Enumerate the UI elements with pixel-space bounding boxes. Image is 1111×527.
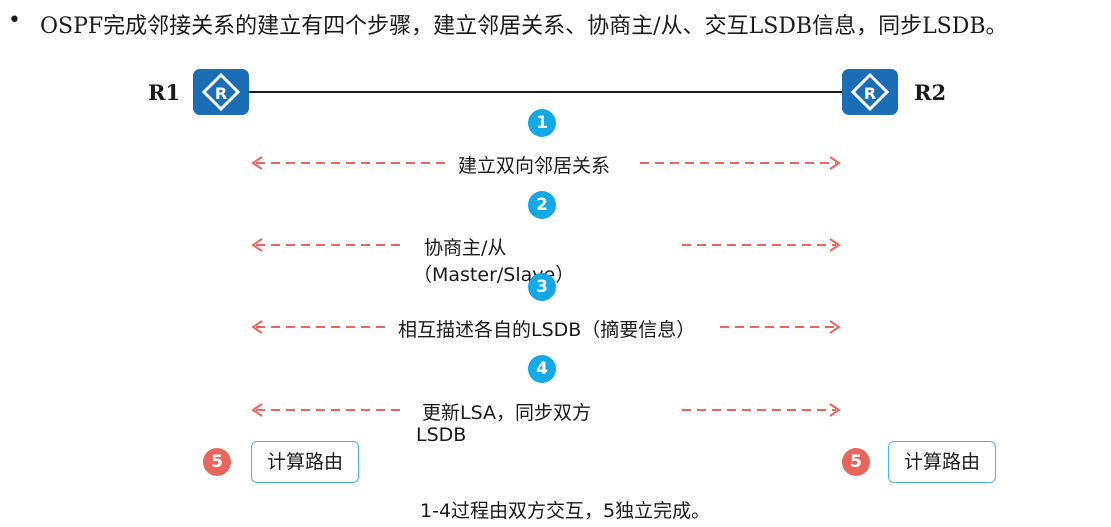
right-dashed-arrow (682, 403, 841, 417)
step-3-badge: 3 (528, 273, 556, 301)
headline: OSPF完成邻接关系的建立有四个步骤，建立邻居关系、协商主/从、交互LSDB信息… (40, 14, 1008, 39)
svg-text:R: R (215, 84, 227, 103)
footer-note: 1-4过程由双方交互，5独立完成。 (420, 500, 711, 522)
right-dashed-arrow (682, 238, 841, 252)
step-3-label: 相互描述各自的LSDB（摘要信息） (398, 319, 696, 341)
step-4-badge: 4 (528, 355, 556, 383)
step-1-label: 建立双向邻居关系 (458, 155, 611, 177)
step-2-label-line1: 协商主/从 (424, 237, 507, 259)
bullet: • (8, 8, 21, 33)
left-dashed-arrow (251, 238, 401, 252)
router-icon: R (193, 69, 249, 115)
left-dashed-arrow (251, 156, 446, 170)
right-dashed-arrow (640, 156, 841, 170)
step-1-badge: 1 (528, 109, 556, 137)
step-5-badge-r2: 5 (842, 448, 870, 476)
svg-text:R: R (864, 84, 876, 103)
router-icon: R (842, 69, 898, 115)
step-2-badge: 2 (528, 191, 556, 219)
network-link (249, 91, 842, 93)
calculate-route-box-r1: 计算路由 (251, 441, 359, 483)
router-label-r1: R1 (148, 80, 181, 105)
right-dashed-arrow (720, 320, 841, 334)
step-4-label-line1: 更新LSA，同步双方 (422, 402, 591, 424)
left-dashed-arrow (251, 403, 406, 417)
step-5-badge-r1: 5 (203, 448, 231, 476)
calculate-route-box-r2: 计算路由 (888, 441, 996, 483)
router-label-r2: R2 (914, 80, 947, 105)
step-4-label-line2: LSDB (416, 424, 467, 446)
left-dashed-arrow (251, 320, 386, 334)
